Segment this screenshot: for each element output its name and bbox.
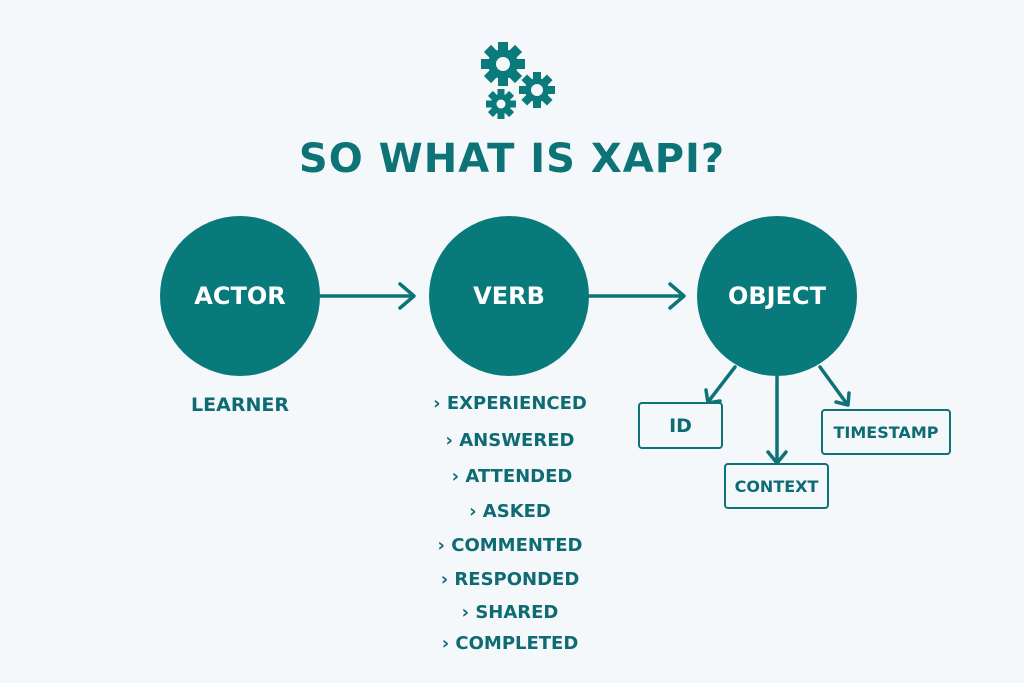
verb-example: › EXPERIENCED [433,393,587,414]
actor-example: LEARNER [191,394,289,416]
verb-example: › ANSWERED [445,430,575,451]
verb-example: › ATTENDED [451,466,573,487]
actor-label: ACTOR [194,282,286,310]
verb-example: › SHARED [461,602,559,623]
verb-example: › ASKED [469,501,551,522]
arrow-object-to-context [766,375,788,465]
verb-label: VERB [473,282,545,310]
actor-node: ACTOR [160,216,320,376]
object-node: OBJECT [697,216,857,376]
context-box: CONTEXT [724,463,829,509]
verb-example: › RESPONDED [440,569,580,590]
arrow-object-to-timestamp [818,365,851,407]
verb-node: VERB [429,216,589,376]
timestamp-box: TIMESTAMP [821,409,951,455]
id-box: ID [638,402,723,449]
arrow-verb-to-object [588,282,686,310]
object-label: OBJECT [727,282,826,310]
verb-example: › COMPLETED [441,633,579,654]
verb-example: › COMMENTED [437,535,583,556]
page-title: SO WHAT IS XAPI? [298,136,726,182]
arrow-object-to-id [704,365,737,405]
gears-icon [481,42,555,119]
arrow-actor-to-verb [318,282,416,310]
